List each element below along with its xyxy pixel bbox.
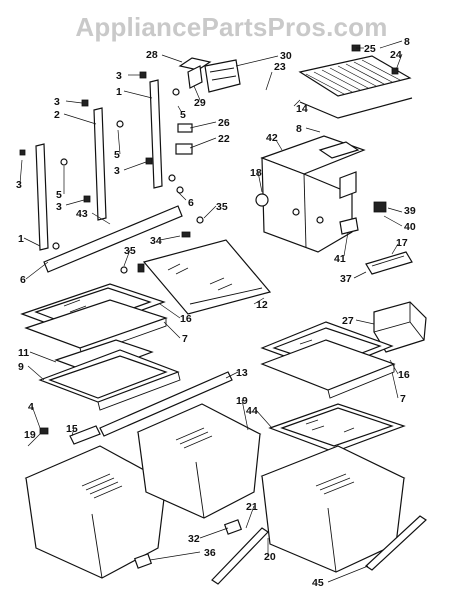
callout-8: 8 [404, 36, 410, 48]
callout-16: 16 [180, 313, 192, 325]
leader-lines [19, 40, 403, 583]
callout-42: 42 [266, 132, 278, 144]
callout-13: 13 [236, 367, 248, 379]
callout-7: 7 [400, 393, 406, 405]
callout-14: 14 [296, 103, 308, 115]
crisper-left [24, 445, 168, 579]
rod-45 [365, 515, 427, 571]
callout-6: 6 [20, 274, 26, 286]
callout-17: 17 [396, 237, 408, 249]
callout-12: 12 [256, 299, 268, 311]
callout-3: 3 [16, 179, 22, 191]
shelf-44 [268, 403, 406, 453]
callout-2: 2 [54, 109, 60, 121]
bin-27 [373, 301, 427, 353]
callout-6: 6 [188, 197, 194, 209]
callout-29: 29 [194, 97, 206, 109]
watermark: AppliancePartsPros.com [75, 12, 388, 42]
hinge-32-36 [133, 519, 243, 569]
callout-37: 37 [340, 273, 352, 285]
callout-18: 18 [250, 167, 262, 179]
control-housing [255, 135, 387, 253]
callout-44: 44 [246, 405, 258, 417]
callout-43: 43 [76, 208, 88, 220]
callout-21: 21 [246, 501, 258, 513]
tray-37 [365, 251, 413, 275]
callout-35: 35 [216, 201, 228, 213]
callout-4: 4 [28, 401, 34, 413]
callout-22: 22 [218, 133, 230, 145]
callout-30: 30 [280, 50, 292, 62]
callout-27: 27 [342, 315, 354, 327]
callout-40: 40 [404, 221, 416, 233]
callout-11: 11 [18, 347, 29, 359]
crisper-right [260, 445, 406, 573]
callout-36: 36 [204, 547, 216, 559]
callout-3: 3 [114, 165, 120, 177]
shelf-12 [120, 216, 272, 315]
callout-19: 19 [236, 395, 248, 407]
callout-39: 39 [404, 205, 416, 217]
frame-9 [38, 349, 181, 411]
callout-45: 45 [312, 577, 324, 589]
callout-19: 19 [24, 429, 36, 441]
shelf-7-right [260, 339, 396, 399]
callout-5: 5 [56, 189, 62, 201]
callout-5: 5 [114, 149, 120, 161]
shelf-front-43 [43, 205, 183, 273]
callout-24: 24 [390, 49, 402, 61]
crisper-center [136, 403, 262, 519]
callout-16: 16 [398, 369, 410, 381]
callout-23: 23 [274, 61, 286, 73]
bar-13-15 [39, 371, 233, 445]
callout-28: 28 [146, 49, 158, 61]
callout-20: 20 [264, 551, 276, 563]
callout-7: 7 [182, 333, 188, 345]
bracket-28-30 [178, 57, 241, 93]
callout-26: 26 [218, 117, 230, 129]
callout-34: 34 [150, 235, 162, 247]
callout-3: 3 [54, 96, 60, 108]
callout-1: 1 [18, 233, 24, 245]
callout-9: 9 [18, 361, 24, 373]
callout-8: 8 [296, 123, 302, 135]
wire-shelf [298, 44, 413, 119]
callout-15: 15 [66, 423, 78, 435]
callout-labels: 28 30 8 25 24 3 23 29 14 3 1 5 2 26 22 8… [16, 36, 416, 589]
rod-21 [211, 527, 269, 585]
callout-3: 3 [116, 70, 122, 82]
callout-25: 25 [364, 43, 376, 55]
callout-3: 3 [56, 201, 62, 213]
callout-32: 32 [188, 533, 200, 545]
callout-5: 5 [180, 109, 186, 121]
callout-41: 41 [334, 253, 346, 265]
left-rails [19, 71, 184, 251]
callout-1: 1 [116, 86, 122, 98]
callout-35: 35 [124, 245, 136, 257]
clips-26-22 [175, 123, 193, 155]
